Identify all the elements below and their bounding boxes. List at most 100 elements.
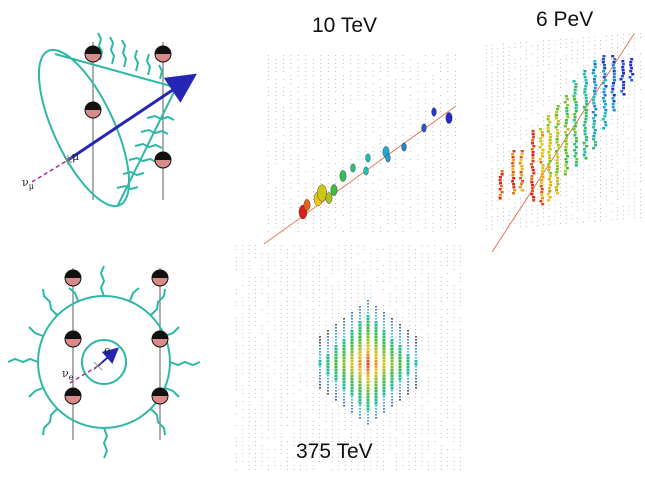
hit-dom [539, 200, 543, 203]
hit-dom [382, 387, 386, 390]
hit-dom [564, 140, 568, 143]
hit-dom [547, 178, 551, 181]
hit-dom [583, 91, 587, 94]
hit-dom [391, 321, 393, 323]
hit-dom [398, 366, 402, 369]
hit-dom [406, 369, 410, 372]
hit-dom [327, 330, 329, 332]
event-energy-label-375tev: 375 TeV [296, 440, 373, 463]
muon-track-arrow [67, 73, 197, 162]
hit-dom [621, 60, 625, 63]
hit-dom [593, 141, 597, 144]
hit-dom [350, 342, 354, 345]
hit-dom [390, 375, 394, 378]
hit-dom [573, 155, 577, 158]
hit-dom [374, 360, 378, 363]
hit-dom [619, 78, 623, 81]
hit-dom [375, 315, 377, 317]
hit-dom [342, 339, 346, 342]
hit-dom [334, 375, 338, 378]
hit-dom [407, 345, 409, 347]
hit-dom [358, 369, 362, 372]
hit-dom [335, 390, 337, 392]
hit-dom [330, 184, 338, 196]
hit-dom [358, 348, 362, 351]
hit-dom [593, 63, 597, 66]
hit-dom [399, 384, 401, 386]
hit-dom [573, 143, 577, 146]
hit-dom [519, 156, 523, 159]
hit-dom [351, 411, 353, 413]
hit-dom [391, 402, 393, 404]
hit-dom [399, 396, 401, 398]
hit-dom [390, 342, 394, 345]
hit-dom [415, 372, 417, 374]
hit-dom [383, 315, 385, 317]
hit-dom [612, 82, 616, 85]
hit-dom [584, 139, 588, 142]
hit-dom [319, 369, 321, 371]
hit-dom [541, 203, 545, 206]
hit-dom [359, 306, 361, 308]
hit-dom [326, 369, 330, 372]
hit-dom [327, 351, 329, 353]
hit-dom [604, 85, 608, 88]
detector-grid [486, 33, 641, 230]
hit-dom [498, 194, 502, 197]
hit-dom [592, 78, 596, 81]
hit-dom [407, 390, 409, 392]
hit-dom [566, 104, 570, 107]
hit-dom [406, 360, 410, 363]
hit-dom [592, 138, 596, 141]
hit-dom [358, 339, 362, 342]
hit-dom [572, 80, 576, 83]
hit-dom [415, 387, 417, 389]
hit-dom [573, 113, 577, 116]
hit-dom [602, 91, 606, 94]
hit-dom [342, 348, 346, 351]
hit-dom [407, 387, 409, 389]
hit-dom [383, 324, 385, 326]
interaction-vertex-icon [63, 155, 73, 165]
hit-dom [572, 95, 576, 98]
hit-dom [319, 336, 321, 338]
hit-dom [620, 75, 624, 78]
hit-dom [406, 357, 410, 360]
hit-dom [319, 372, 321, 374]
hit-dom [593, 66, 597, 69]
hit-dom [498, 182, 502, 185]
hit-dom [613, 79, 617, 82]
hit-dom [574, 146, 578, 149]
hit-dom [555, 111, 559, 114]
hit-dom [335, 339, 337, 341]
hit-dom [532, 172, 536, 175]
hit-dom [318, 363, 322, 366]
hit-dom [565, 113, 569, 116]
hit-dom [390, 384, 394, 387]
hit-dom [342, 351, 346, 354]
hit-dom [593, 87, 597, 90]
hit-dom [593, 81, 597, 84]
hit-dom [350, 360, 354, 363]
hit-dom [327, 348, 329, 350]
cherenkov-cone-icon [37, 32, 179, 208]
hit-dom [631, 73, 635, 76]
hit-dom [326, 357, 330, 360]
optical-module-icon [64, 269, 169, 405]
hit-dom [374, 381, 378, 384]
hit-dom [511, 192, 515, 195]
hit-dom [415, 336, 417, 338]
hit-dom [547, 115, 551, 118]
hit-dom [415, 366, 417, 368]
hit-dom [555, 162, 559, 165]
hit-dom [374, 354, 378, 357]
hit-dom [519, 159, 523, 162]
hit-dom [630, 67, 634, 70]
hit-dom [593, 75, 597, 78]
event-energy-label-10tev: 10 TeV [312, 14, 377, 37]
hit-dom [406, 366, 410, 369]
hit-dom [342, 369, 346, 372]
hit-dom [390, 369, 394, 372]
hit-dom [339, 170, 347, 182]
hit-dom [621, 72, 625, 75]
